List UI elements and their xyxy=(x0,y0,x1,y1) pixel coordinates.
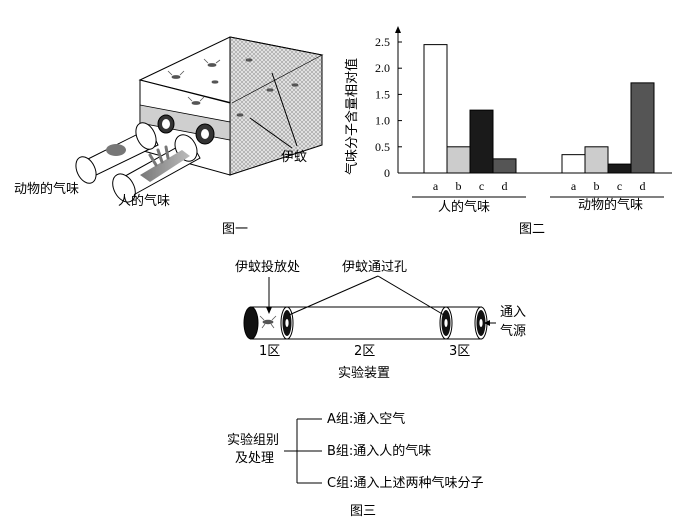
bar-human-a xyxy=(423,44,448,174)
mosquito-icons xyxy=(167,58,299,117)
label-zone3: 3区 xyxy=(449,344,470,359)
bar-animal-d xyxy=(630,82,655,174)
chart-ylabel: 气味分子含量相对值 xyxy=(344,58,360,175)
group-label-animal: 动物的气味 xyxy=(578,197,643,213)
label-passage-holes: 伊蚊通过孔 xyxy=(342,260,407,275)
mouse-icon xyxy=(106,144,126,156)
y-tick-label: 1.0 xyxy=(375,114,390,128)
caption-figure2: 图二 xyxy=(519,222,545,237)
x-tick-label: a xyxy=(433,179,439,193)
label-zone1: 1区 xyxy=(259,344,280,359)
y-tick-label: 1.5 xyxy=(375,87,390,101)
x-tick-label: c xyxy=(479,179,484,193)
human-tube xyxy=(112,123,215,203)
animal-tube xyxy=(75,114,175,184)
bar-human-d xyxy=(492,158,517,174)
x-tick-label: b xyxy=(456,179,462,193)
figure1-cage-diagram xyxy=(75,36,324,203)
y-tick-label: 0 xyxy=(384,166,390,180)
group-a-label: A组:通入空气 xyxy=(327,411,405,427)
label-animal-scent: 动物的气味 xyxy=(14,181,79,197)
group-b-label: B组:通入人的气味 xyxy=(327,443,431,459)
groups-bracket xyxy=(284,418,322,484)
bar-human-b xyxy=(446,146,471,174)
label-mosquito: 伊蚊 xyxy=(281,150,307,165)
x-tick-label: a xyxy=(571,179,577,193)
x-tick-label: d xyxy=(640,179,646,193)
y-axis-arrow xyxy=(395,26,401,33)
y-tick-label: 2.0 xyxy=(375,61,390,75)
label-apparatus: 实验装置 xyxy=(338,365,390,381)
label-zone2: 2区 xyxy=(354,344,375,359)
label-air-line1: 通入 xyxy=(500,305,526,320)
human-arm-icon xyxy=(140,150,190,182)
mosquito-icon xyxy=(259,315,277,329)
chart-bars xyxy=(423,44,655,174)
label-release-point: 伊蚊投放处 xyxy=(235,259,300,275)
x-tick-label: c xyxy=(617,179,622,193)
bar-animal-b xyxy=(584,146,609,174)
groups-title-line2: 及处理 xyxy=(235,451,274,466)
x-tick-label: d xyxy=(502,179,508,193)
label-human-scent: 人的气味 xyxy=(118,193,170,209)
bar-animal-c xyxy=(607,163,632,174)
figure3-apparatus xyxy=(243,275,496,340)
bar-animal-a xyxy=(561,154,586,174)
groups-title-line1: 实验组别 xyxy=(227,432,279,448)
y-tick-label: 0.5 xyxy=(375,140,390,154)
bar-human-c xyxy=(469,109,494,174)
caption-figure1: 图一 xyxy=(222,222,248,237)
group-label-human: 人的气味 xyxy=(438,199,490,215)
caption-figure3: 图三 xyxy=(350,504,376,519)
chart-ticks: 0 0.5 1.0 1.5 2.0 2.5 a b c d a b c d xyxy=(375,35,646,193)
x-tick-label: b xyxy=(594,179,600,193)
figure2-bar-chart: 0 0.5 1.0 1.5 2.0 2.5 a b c d a b c d xyxy=(375,26,672,198)
label-air-line2: 气源 xyxy=(500,323,526,339)
y-tick-label: 2.5 xyxy=(375,35,390,49)
group-c-label: C组:通入上述两种气味分子 xyxy=(327,475,483,491)
closed-end xyxy=(243,306,259,340)
